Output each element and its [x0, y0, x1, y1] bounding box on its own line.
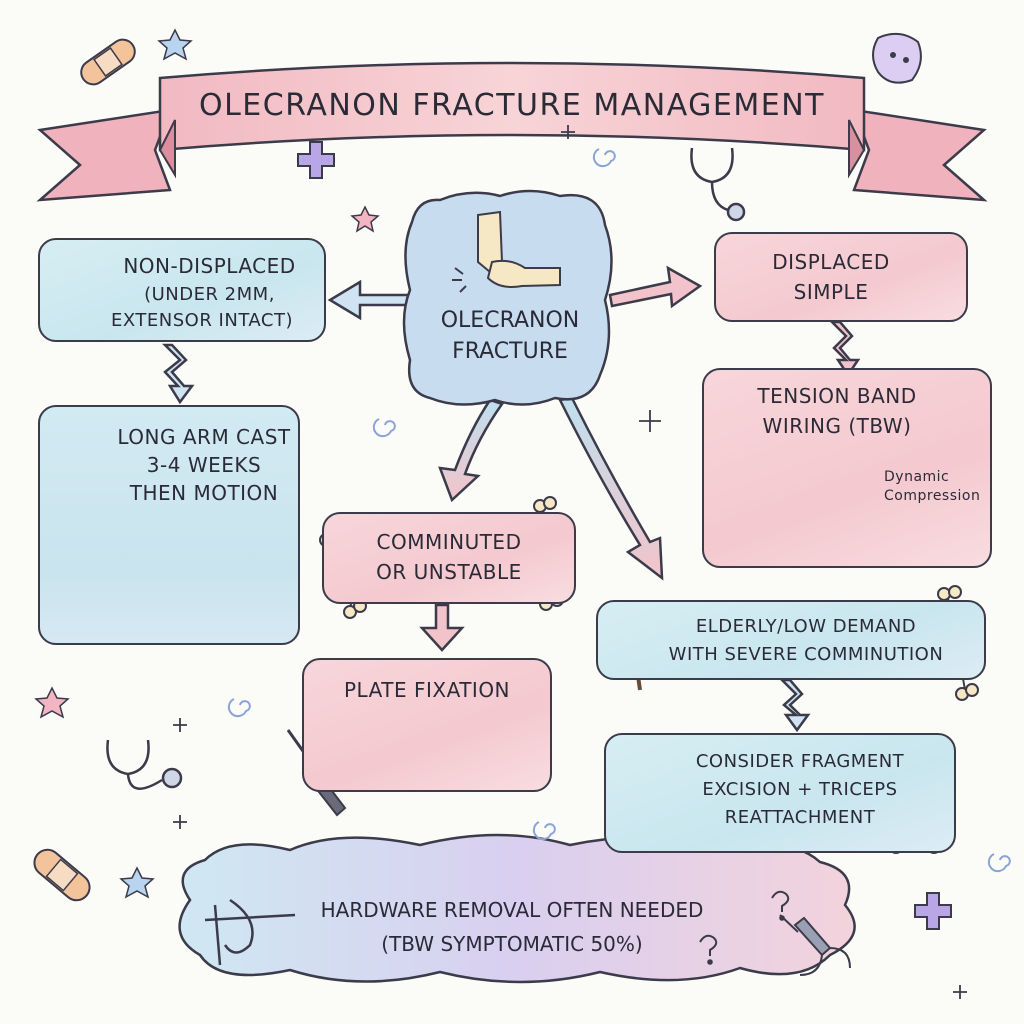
tbw-line1: TENSION BAND — [757, 384, 917, 408]
sticker-icon — [872, 32, 922, 84]
star-icon — [157, 28, 193, 61]
star-icon — [119, 866, 155, 899]
hardware-removal-line2: (TBW SYMPTOMATIC 50%) — [381, 932, 643, 956]
fragment-excision-node: CONSIDER FRAGMENT EXCISION + TRICEPS REA… — [604, 733, 956, 853]
excision-line2: EXCISION + TRICEPS — [702, 779, 898, 800]
non-displaced-node: NON-DISPLACED (UNDER 2mm, EXTENSOR INTAC… — [38, 238, 326, 342]
center-node-line1: OLECRANON — [440, 308, 580, 333]
bandage-icon — [80, 38, 136, 86]
sparkle-icon — [173, 125, 967, 999]
spiral-icon — [227, 148, 1011, 873]
comminuted-line1: COMMINUTED — [376, 530, 522, 554]
center-blob-shape — [402, 189, 613, 406]
excision-line3: REATTACHMENT — [724, 807, 876, 828]
plate-fixation-label: PLATE FIXATION — [343, 678, 511, 702]
elderly-line1: ELDERLY/LOW DEMAND — [695, 616, 917, 637]
cross-icon — [297, 141, 335, 179]
elbow-icon — [452, 210, 561, 293]
question-icon — [699, 890, 790, 965]
cast-line3: THEN MOTION — [129, 481, 279, 505]
non-displaced-title: NON-DISPLACED — [123, 254, 296, 278]
excision-line1: CONSIDER FRAGMENT — [695, 751, 905, 772]
title-banner — [36, 61, 988, 202]
center-node-line2: FRACTURE — [452, 339, 568, 364]
non-displaced-criteria-1: (UNDER 2mm, — [144, 284, 275, 305]
star-icon — [350, 205, 380, 233]
hardware-removal-line1: HARDWARE REMOVAL OFTEN NEEDED — [320, 898, 704, 922]
flow-arrows — [161, 265, 861, 733]
footer-cloud — [178, 833, 856, 984]
cast-line1: LONG ARM CAST — [117, 425, 291, 449]
star-icon — [34, 686, 70, 719]
tbw-line2: WIRING (TBW) — [762, 414, 912, 438]
elderly-line2: WITH SEVERE COMMINUTION — [668, 644, 944, 665]
tbw-note2: Compression — [884, 488, 981, 504]
stethoscope-icon — [106, 739, 183, 790]
displaced-line1: DISPLACED — [772, 250, 890, 274]
page-title: OLECRANON FRACTURE MANAGEMENT — [198, 88, 825, 123]
stethoscope-icon — [690, 147, 746, 222]
center-node: OLECRANON FRACTURE — [410, 305, 610, 385]
plate-fixation-node: PLATE FIXATION — [302, 658, 552, 792]
wire-tool-icon — [204, 898, 296, 966]
long-arm-cast-node: LONG ARM CAST 3-4 WEEKS THEN MOTION — [38, 405, 300, 645]
displaced-line2: SIMPLE — [793, 280, 869, 304]
comminuted-line2: OR UNSTABLE — [376, 560, 522, 584]
tbw-node: TENSION BAND WIRING (TBW) Dynamic Compre… — [702, 368, 992, 568]
cross-icon — [914, 892, 952, 930]
comminuted-node: COMMINUTED OR UNSTABLE — [322, 512, 576, 604]
displaced-simple-node: DISPLACED SIMPLE — [714, 232, 968, 322]
elderly-node: ELDERLY/LOW DEMAND WITH SEVERE COMMINUTI… — [596, 600, 986, 680]
tbw-note1: Dynamic — [884, 469, 950, 485]
non-displaced-criteria-2: EXTENSOR INTACT) — [111, 310, 293, 331]
cast-line2: 3-4 WEEKS — [146, 453, 262, 477]
bandage-icon — [33, 848, 91, 902]
